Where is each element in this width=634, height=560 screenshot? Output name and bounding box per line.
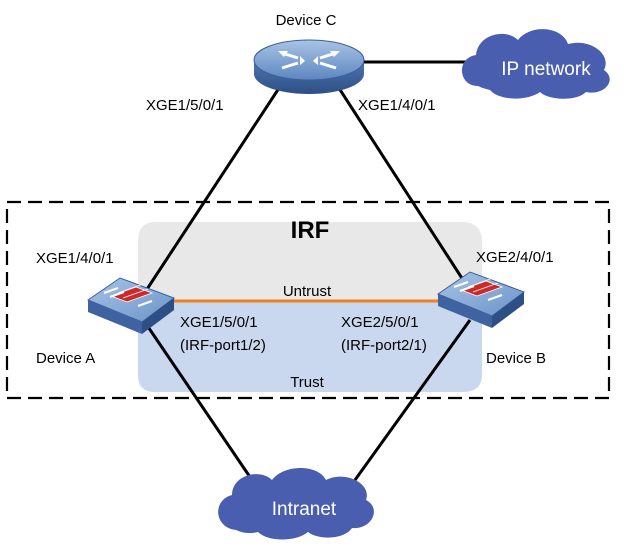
link-a-to-intranet (138, 314, 254, 481)
link-b-to-intranet (353, 319, 472, 481)
ip-network-cloud: IP network (461, 29, 610, 99)
firewall-icon (459, 277, 504, 297)
interface-b-irf-port-name: (IRF-port2/1) (341, 337, 427, 354)
device-b-firewall (436, 271, 526, 328)
device-a-firewall (86, 277, 176, 334)
trust-zone-label: Trust (290, 374, 324, 391)
firewall-icon (109, 283, 154, 303)
interface-c-to-b: XGE1/4/0/1 (358, 97, 436, 114)
irf-boundary (5, 200, 611, 400)
link-c-to-a (130, 81, 285, 313)
interface-a-irf-port: XGE1/5/0/1 (180, 314, 258, 331)
interface-b-irf-port: XGE2/5/0/1 (341, 314, 419, 331)
untrust-zone-area (138, 222, 482, 302)
device-a-label: Device A (36, 350, 95, 367)
device-c-router (253, 39, 365, 94)
irf-title: IRF (291, 217, 330, 244)
interface-c-to-a: XGE1/5/0/1 (146, 97, 224, 114)
interface-a-uplink: XGE1/4/0/1 (36, 250, 114, 267)
device-c-label: Device C (276, 12, 337, 29)
ip-network-label: IP network (501, 59, 591, 80)
untrust-zone-label: Untrust (283, 283, 332, 300)
intranet-label: Intranet (272, 499, 337, 520)
device-b-label: Device B (486, 350, 546, 367)
interface-a-irf-port-name: (IRF-port1/2) (180, 337, 266, 354)
interface-b-uplink: XGE2/4/0/1 (476, 249, 554, 266)
intranet-cloud: Intranet (218, 468, 374, 540)
trust-zone-area (138, 302, 482, 392)
link-c-to-b (333, 81, 480, 304)
